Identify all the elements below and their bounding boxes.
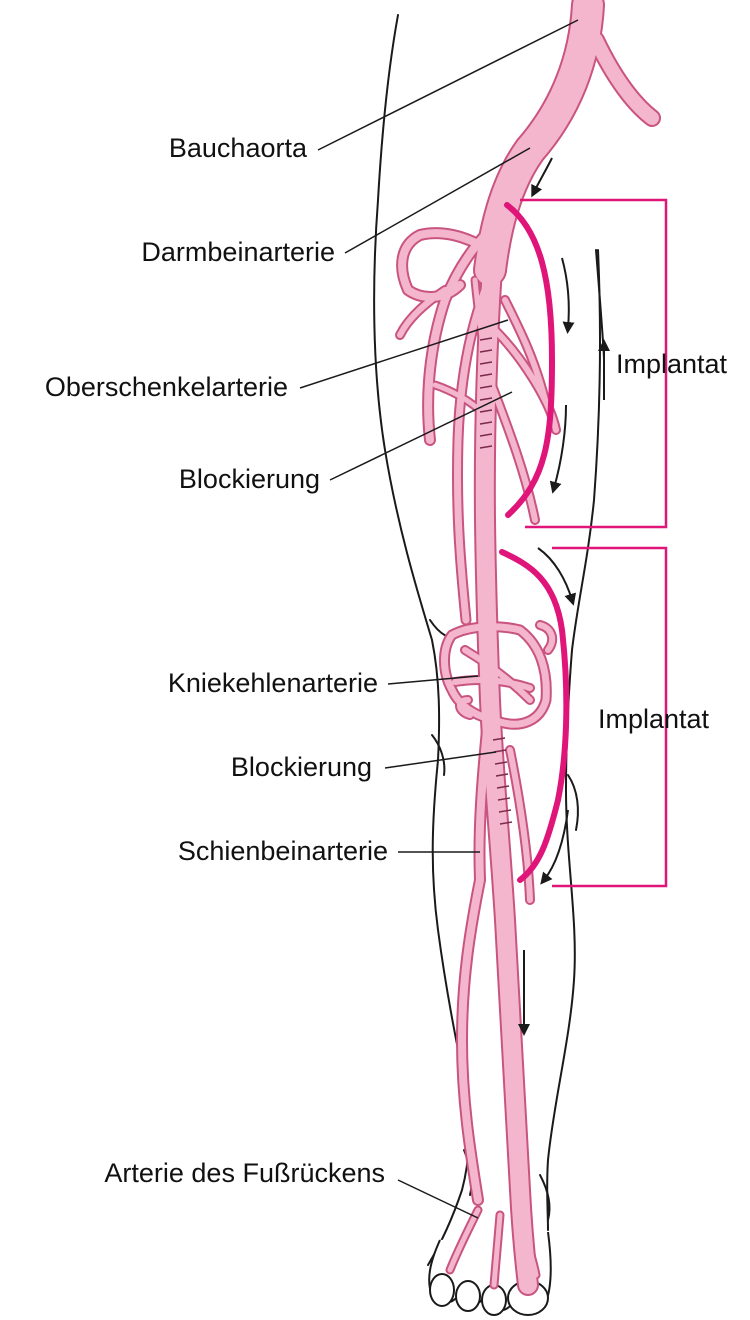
- label-implantat-1: Implantat: [616, 349, 728, 379]
- knee-crease-2: [431, 734, 446, 776]
- deep-femoral-artery: [424, 226, 494, 444]
- arteries-fill: [397, 0, 659, 1294]
- leader-fussruecken: [397, 1179, 479, 1219]
- toe-2: [455, 1280, 481, 1312]
- labels: Bauchaorta Darmbeinarterie Oberschenkela…: [45, 133, 728, 1188]
- leader-oberschenkelarterie: [299, 319, 509, 389]
- flow-arrow-graft-1: [561, 257, 575, 334]
- blockage-knee: [492, 737, 513, 825]
- label-fussruecken: Arterie des Fußrückens: [104, 1158, 385, 1188]
- label-darmbeinarterie: Darmbeinarterie: [141, 237, 335, 267]
- implant-bracket-2: [552, 546, 668, 888]
- toe-3: [481, 1284, 507, 1316]
- label-bauchaorta: Bauchaorta: [169, 133, 308, 163]
- toe-1: [429, 1273, 455, 1307]
- flow-arrow-graft-4: [540, 809, 569, 885]
- leader-blockierung-2: [384, 751, 497, 769]
- main-leg-artery: [475, 259, 537, 1294]
- leader-lines: [299, 19, 579, 1219]
- flow-arrow-graft-3: [537, 547, 577, 606]
- label-blockierung-1: Blockierung: [179, 464, 320, 494]
- leader-bauchaorta: [317, 19, 579, 151]
- blockage-markers: [479, 337, 513, 825]
- flow-arrow-graft-2: [549, 404, 567, 494]
- label-blockierung-2: Blockierung: [231, 752, 372, 782]
- flow-arrow-aorta: [531, 157, 553, 198]
- implant-brackets: [520, 198, 668, 888]
- leader-darmbeinarterie: [344, 147, 531, 254]
- leader-kniekehlenarterie: [387, 675, 479, 685]
- graft-knee: [499, 549, 570, 883]
- arteries-edge: [395, 0, 661, 1296]
- graft-thigh: [504, 202, 556, 518]
- label-kniekehlenarterie: Kniekehlenarterie: [168, 668, 378, 698]
- iliac-branch-right: [589, 33, 659, 125]
- leg-inner-edge: [546, 249, 602, 1231]
- flow-arrows: [518, 157, 610, 1036]
- label-oberschenkelarterie: Oberschenkelarterie: [45, 372, 288, 402]
- inner-knee: [567, 774, 579, 831]
- knee-artery-network: [441, 623, 550, 728]
- ankle-right: [539, 1174, 551, 1221]
- blockage-thigh: [479, 337, 493, 449]
- graft-implants: [499, 202, 570, 883]
- foot-artery: [447, 1207, 481, 1273]
- lower-leg-artery: [458, 716, 492, 1204]
- abdominal-aorta: [475, 0, 603, 285]
- label-schienbeinarterie: Schienbeinarterie: [178, 836, 388, 866]
- label-implantat-2: Implantat: [598, 704, 710, 734]
- implant-bracket-1: [520, 198, 668, 529]
- leader-blockierung-1: [329, 391, 513, 481]
